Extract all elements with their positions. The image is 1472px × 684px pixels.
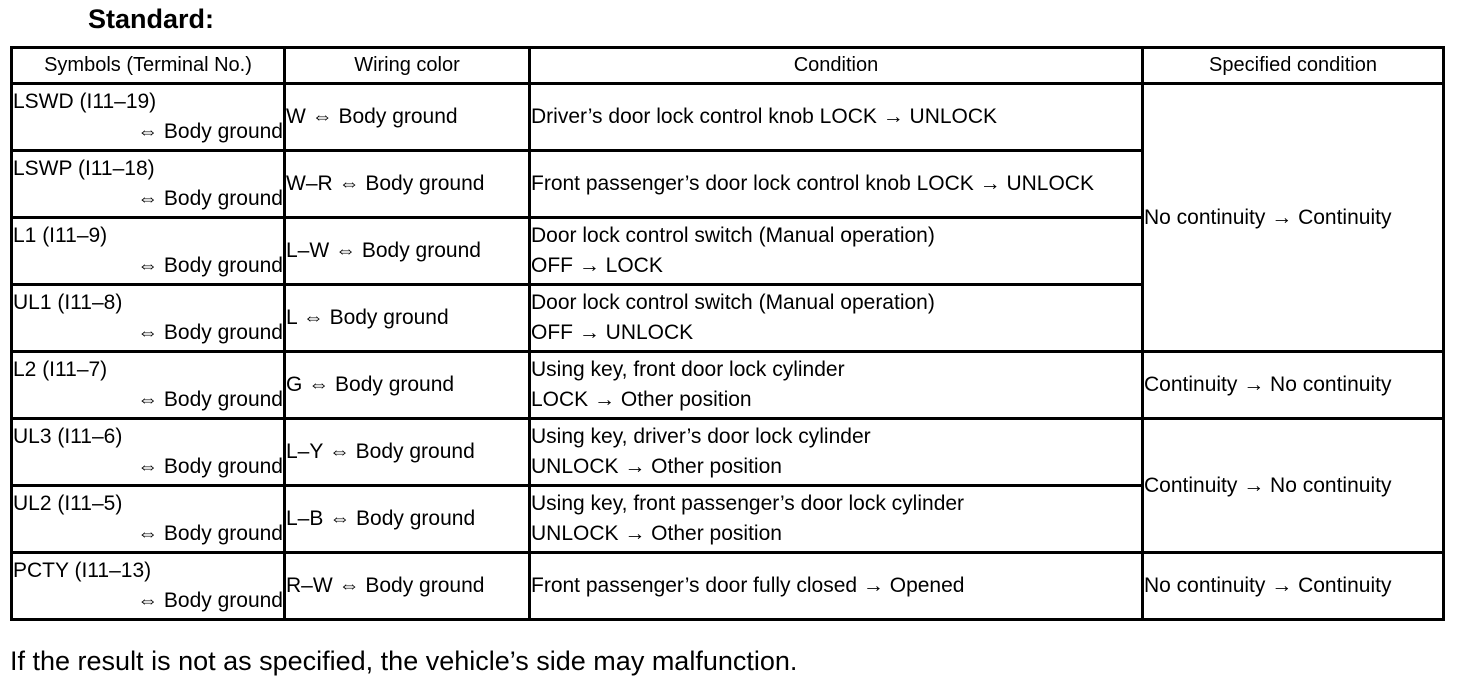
condition-line: Using key, driver’s door lock cylinder bbox=[531, 425, 871, 448]
col-header-symbols: Symbols (Terminal No.) bbox=[10, 46, 286, 85]
condition-line: Door lock control switch (Manual operati… bbox=[531, 224, 935, 247]
condition-line: OFF → LOCK bbox=[531, 254, 663, 277]
terminal-symbol: UL3 (I11–6) bbox=[13, 425, 123, 448]
table-row: L1 (I11–9) ⇔ Body ground L–W ⇔ Body grou… bbox=[10, 216, 1444, 286]
col-header-specified-condition: Specified condition bbox=[1141, 46, 1445, 85]
symbol-cell: UL3 (I11–6) ⇔ Body ground bbox=[10, 417, 286, 487]
body-ground-label: ⇔ Body ground bbox=[137, 187, 283, 210]
specified-condition-cell: No continuity → Continuity bbox=[1141, 82, 1445, 353]
terminal-symbol: L2 (I11–7) bbox=[13, 358, 108, 381]
condition-cell: Using key, driver’s door lock cylinder U… bbox=[528, 417, 1144, 487]
terminal-symbol: PCTY (I11–13) bbox=[13, 559, 152, 582]
wiring-color-cell: L–B ⇔ Body ground bbox=[283, 484, 531, 554]
col-header-wiring-color: Wiring color bbox=[283, 46, 531, 85]
condition-cell: Using key, front passenger’s door lock c… bbox=[528, 484, 1144, 554]
body-ground-label: ⇔ Body ground bbox=[137, 589, 283, 612]
terminal-symbol: UL2 (I11–5) bbox=[13, 492, 123, 515]
condition-line: Using key, front passenger’s door lock c… bbox=[531, 492, 965, 515]
terminal-symbol: LSWD (I11–19) bbox=[13, 90, 157, 113]
wiring-color-cell: W ⇔ Body ground bbox=[283, 82, 531, 152]
symbol-cell: L2 (I11–7) ⇔ Body ground bbox=[10, 350, 286, 420]
condition-line: Door lock control switch (Manual operati… bbox=[531, 291, 935, 314]
condition-line: Front passenger’s door fully closed → Op… bbox=[531, 574, 965, 597]
wiring-color-cell: L ⇔ Body ground bbox=[283, 283, 531, 353]
wiring-color-cell: L–W ⇔ Body ground bbox=[283, 216, 531, 286]
table-row: UL3 (I11–6) ⇔ Body ground L–Y ⇔ Body gro… bbox=[10, 417, 1445, 554]
condition-cell: Driver’s door lock control knob LOCK → U… bbox=[528, 82, 1144, 152]
condition-line: OFF → UNLOCK bbox=[531, 321, 694, 344]
symbol-cell: LSWP (I11–18) ⇔ Body ground bbox=[10, 149, 286, 219]
table-row: UL1 (I11–8) ⇔ Body ground L ⇔ Body groun… bbox=[10, 283, 1444, 353]
condition-line: LOCK → Other position bbox=[531, 388, 752, 411]
col-header-condition: Condition bbox=[528, 46, 1144, 85]
symbol-cell: UL2 (I11–5) ⇔ Body ground bbox=[10, 484, 286, 554]
table-row: L2 (I11–7) ⇔ Body ground G ⇔ Body ground… bbox=[10, 350, 1445, 420]
table-row: PCTY (I11–13) ⇔ Body ground R–W ⇔ Body g… bbox=[10, 551, 1445, 621]
wiring-color-cell: R–W ⇔ Body ground bbox=[283, 551, 531, 621]
condition-cell: Front passenger’s door lock control knob… bbox=[528, 149, 1144, 219]
condition-line: Driver’s door lock control knob LOCK → U… bbox=[531, 105, 998, 128]
condition-cell: Front passenger’s door fully closed → Op… bbox=[528, 551, 1144, 621]
condition-cell: Door lock control switch (Manual operati… bbox=[528, 283, 1144, 353]
condition-line: UNLOCK → Other position bbox=[531, 455, 782, 478]
table-row: UL2 (I11–5) ⇔ Body ground L–B ⇔ Body gro… bbox=[10, 484, 1444, 554]
body-ground-label: ⇔ Body ground bbox=[137, 321, 283, 344]
specified-condition-cell: No continuity → Continuity bbox=[1141, 551, 1445, 621]
body-ground-label: ⇔ Body ground bbox=[137, 388, 283, 411]
specified-condition-cell: Continuity → No continuity bbox=[1141, 350, 1445, 420]
symbol-cell: UL1 (I11–8) ⇔ Body ground bbox=[10, 283, 286, 353]
body-ground-label: ⇔ Body ground bbox=[137, 254, 283, 277]
symbol-cell: L1 (I11–9) ⇔ Body ground bbox=[10, 216, 286, 286]
wiring-color-cell: G ⇔ Body ground bbox=[283, 350, 531, 420]
inspection-table: Symbols (Terminal No.) Wiring color Cond… bbox=[10, 46, 1445, 621]
condition-line: Using key, front door lock cylinder bbox=[531, 358, 845, 381]
footer-note: If the result is not as specified, the v… bbox=[10, 646, 798, 676]
body-ground-label: ⇔ Body ground bbox=[137, 455, 283, 478]
table-row: LSWD (I11–19) ⇔ Body ground W ⇔ Body gro… bbox=[10, 82, 1445, 353]
table-row: LSWP (I11–18) ⇔ Body ground W–R ⇔ Body g… bbox=[10, 149, 1444, 219]
symbol-cell: LSWD (I11–19) ⇔ Body ground bbox=[10, 82, 286, 152]
body-ground-label: ⇔ Body ground bbox=[137, 120, 283, 143]
condition-cell: Door lock control switch (Manual operati… bbox=[528, 216, 1144, 286]
body-ground-label: ⇔ Body ground bbox=[137, 522, 283, 545]
condition-cell: Using key, front door lock cylinder LOCK… bbox=[528, 350, 1144, 420]
table-header-row: Symbols (Terminal No.) Wiring color Cond… bbox=[10, 46, 1445, 85]
terminal-symbol: LSWP (I11–18) bbox=[13, 157, 155, 180]
symbol-cell: PCTY (I11–13) ⇔ Body ground bbox=[10, 551, 286, 621]
wiring-color-cell: L–Y ⇔ Body ground bbox=[283, 417, 531, 487]
condition-line: Front passenger’s door lock control knob… bbox=[531, 172, 1094, 195]
specified-condition-cell: Continuity → No continuity bbox=[1141, 417, 1445, 554]
terminal-symbol: L1 (I11–9) bbox=[13, 224, 108, 247]
page-heading: Standard: bbox=[88, 4, 215, 34]
terminal-symbol: UL1 (I11–8) bbox=[13, 291, 123, 314]
condition-line: UNLOCK → Other position bbox=[531, 522, 782, 545]
wiring-color-cell: W–R ⇔ Body ground bbox=[283, 149, 531, 219]
